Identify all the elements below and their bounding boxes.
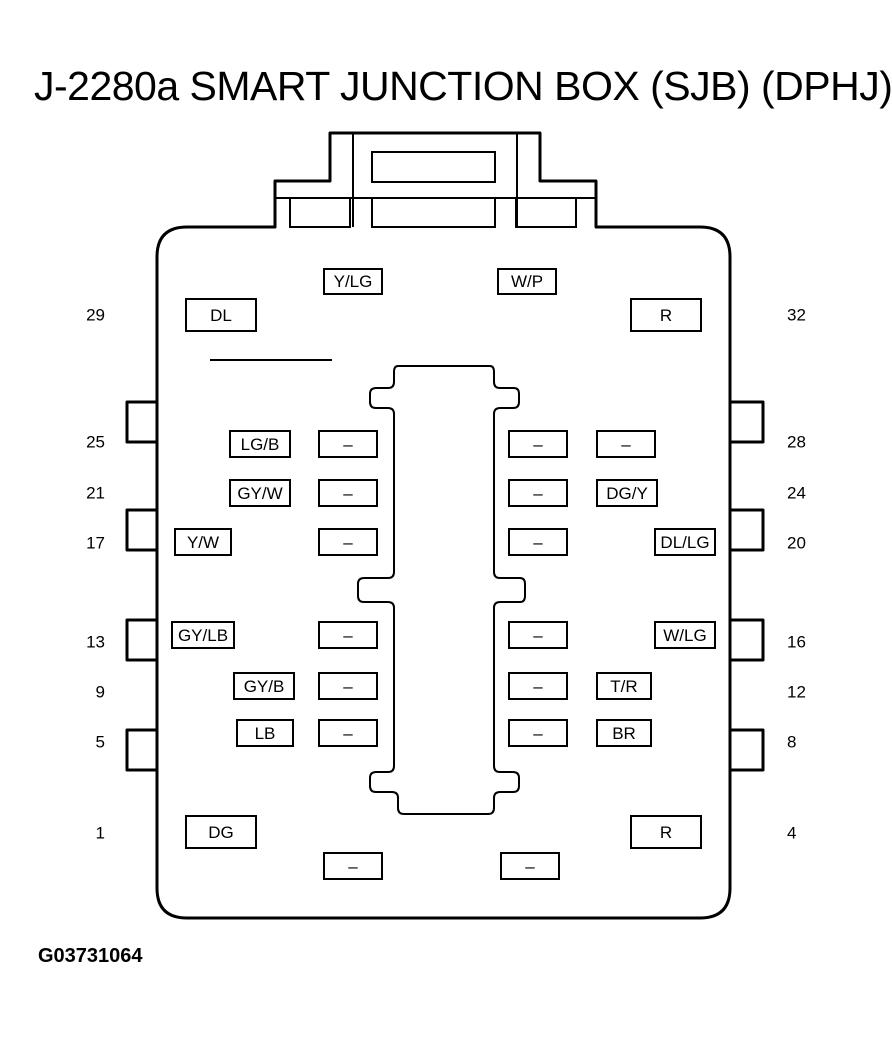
wire-pin-25: LG/B [229, 430, 291, 458]
wire-pin-17-inner: – [318, 528, 378, 556]
right-tab-2 [730, 508, 765, 552]
wire-pin-8-inner: – [508, 719, 568, 747]
wire-pin-12-inner: – [508, 672, 568, 700]
wire-pin-4: R [630, 815, 702, 849]
right-tab-4 [730, 728, 765, 772]
figure-id: G03731064 [38, 945, 143, 967]
right-tab-3 [730, 618, 765, 662]
pin-number-1: 1 [95, 823, 105, 843]
pin-number-16: 16 [787, 632, 806, 652]
wire-pin-24-inner: – [508, 479, 568, 507]
wire-pin-20-inner: – [508, 528, 568, 556]
pin-number-28: 28 [787, 432, 806, 452]
wire-bottom-right: – [500, 852, 560, 880]
wire-pin-17: Y/W [174, 528, 232, 556]
wire-pin-24: DG/Y [596, 479, 658, 507]
wire-pin-9-inner: – [318, 672, 378, 700]
diagram-title: J-2280a SMART JUNCTION BOX (SJB) (DPHJ) [34, 63, 892, 109]
wire-pin-5-inner: – [318, 719, 378, 747]
pin-number-32: 32 [787, 305, 806, 325]
wire-pin-21: GY/W [229, 479, 291, 507]
wire-pin-32: R [630, 298, 702, 332]
pin-number-17: 17 [86, 533, 105, 553]
pin-number-13: 13 [86, 632, 105, 652]
wire-pin-12: T/R [596, 672, 652, 700]
wire-pin-20: DL/LG [654, 528, 716, 556]
left-tab-2 [125, 508, 157, 552]
wire-top-left: Y/LG [323, 268, 383, 295]
wire-pin-28: – [596, 430, 656, 458]
wire-pin-9: GY/B [233, 672, 295, 700]
wire-pin-21-inner: – [318, 479, 378, 507]
wire-pin-8: BR [596, 719, 652, 747]
pin-number-9: 9 [95, 682, 105, 702]
pin-number-12: 12 [787, 682, 806, 702]
pin-number-4: 4 [787, 823, 797, 843]
wire-pin-13-inner: – [318, 621, 378, 649]
wire-pin-28-inner: – [508, 430, 568, 458]
pin-number-25: 25 [86, 432, 105, 452]
pin-number-24: 24 [787, 483, 806, 503]
wire-pin-1: DG [185, 815, 257, 849]
pin-number-29: 29 [86, 305, 105, 325]
wire-pin-25-inner: – [318, 430, 378, 458]
wire-bottom-left: – [323, 852, 383, 880]
left-tab-1 [125, 400, 157, 444]
center-channel [357, 365, 526, 815]
left-tab-4 [125, 728, 157, 772]
pin-number-5: 5 [95, 732, 105, 752]
wire-pin-13: GY/LB [171, 621, 235, 649]
wire-pin-16-inner: – [508, 621, 568, 649]
right-tab-1 [730, 400, 765, 444]
pin-number-20: 20 [787, 533, 806, 553]
wire-pin-29: DL [185, 298, 257, 332]
pin-number-8: 8 [787, 732, 797, 752]
left-tab-3 [125, 618, 157, 662]
wire-top-right: W/P [497, 268, 557, 295]
housing-body [155, 131, 732, 920]
pin-number-21: 21 [86, 483, 105, 503]
wire-pin-5: LB [236, 719, 294, 747]
wire-pin-16: W/LG [654, 621, 716, 649]
